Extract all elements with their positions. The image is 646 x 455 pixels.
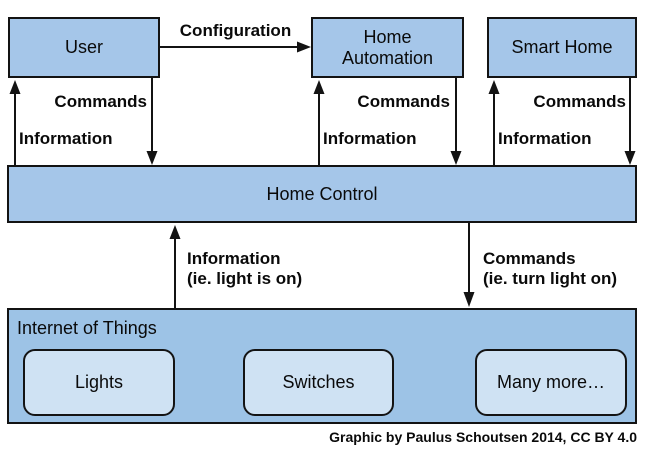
user-box: User [8,17,160,78]
device-switches-label: Switches [282,372,355,392]
arrow-configuration-right [160,41,311,53]
arrow-information-up-iot [169,225,181,308]
arrow-commands-down-iot [463,223,475,307]
device-lights-box: Lights [23,349,175,416]
iot-information-label: Information (ie. light is on) [187,249,302,289]
arrow-commands-down-smart-home [624,78,636,165]
device-many-more-label: Many more… [496,372,606,392]
arrow-information-up-user [9,80,21,165]
device-switches-box: Switches [243,349,394,416]
device-lights-label: Lights [74,372,124,392]
device-many-more-box: Many more… [475,349,627,416]
information-label-user: Information [19,129,113,148]
information-label-home-automation: Information [323,129,417,148]
arrow-commands-down-user [146,78,158,165]
commands-label-smart-home: Commands [533,92,626,111]
home-automation-box-label: Home Automation [341,26,434,68]
home-control-box-label: Home Control [266,183,378,204]
home-automation-box: Home Automation [311,17,464,78]
configuration-label: Configuration [179,21,292,40]
commands-label-home-automation: Commands [357,92,450,111]
arrow-information-up-home-automation [313,80,325,165]
smart-home-box: Smart Home [487,17,637,78]
arrow-information-up-smart-home [488,80,500,165]
iot-commands-label-line2: (ie. turn light on) [483,269,618,288]
information-label-smart-home: Information [498,129,592,148]
iot-commands-label-line1: Commands [483,249,576,268]
commands-label-user: Commands [54,92,147,111]
home-control-box: Home Control [7,165,637,223]
internet-of-things-title: Internet of Things [17,318,157,338]
arrow-commands-down-home-automation [450,78,462,165]
iot-commands-label: Commands (ie. turn light on) [483,249,617,289]
iot-information-label-line2: (ie. light is on) [187,269,303,288]
smart-home-box-label: Smart Home [511,37,613,57]
credit-text: Graphic by Paulus Schoutsen 2014, CC BY … [329,429,637,445]
user-box-label: User [64,37,103,57]
iot-information-label-line1: Information [187,249,281,268]
